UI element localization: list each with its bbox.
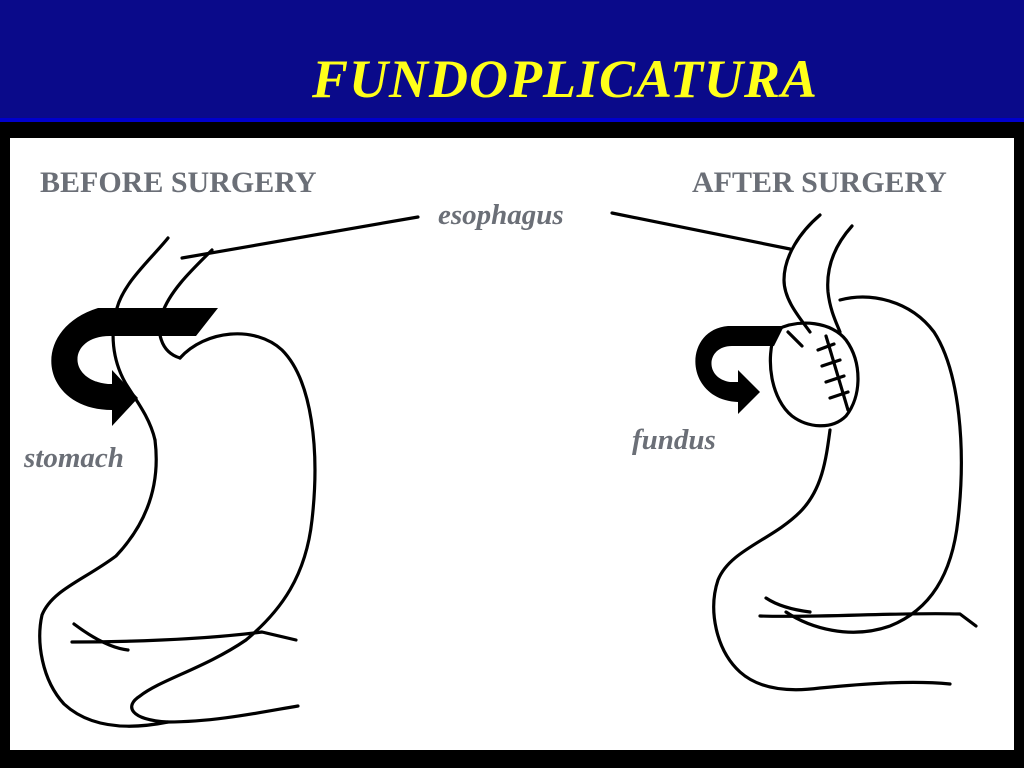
arrow-fundus-icon bbox=[695, 326, 784, 414]
stomach-after-lesser-curve bbox=[712, 428, 952, 692]
duodenum-after-upper bbox=[758, 611, 978, 628]
duodenum-before-fold bbox=[72, 622, 130, 652]
esophagus-pointer-left bbox=[180, 215, 420, 260]
stomach-before-illustration bbox=[38, 236, 317, 728]
stomach-after-greater-curve bbox=[784, 295, 963, 634]
label-before-surgery: BEFORE SURGERY bbox=[40, 166, 317, 199]
stomach-after-illustration bbox=[695, 213, 978, 692]
esophagus-after-right-wall bbox=[826, 224, 854, 334]
label-after-surgery: AFTER SURGERY bbox=[692, 166, 947, 199]
illustration-panel bbox=[10, 138, 1014, 750]
fundus-wrap bbox=[768, 321, 860, 428]
title-bar bbox=[0, 0, 1024, 118]
stomach-before-lesser-curve bbox=[38, 438, 170, 728]
slide-title: FUNDOPLICATURA bbox=[311, 49, 819, 109]
label-esophagus: esophagus bbox=[438, 199, 564, 231]
esophagus-after-left-wall bbox=[782, 213, 822, 334]
label-stomach: stomach bbox=[23, 442, 124, 474]
label-fundus: fundus bbox=[632, 424, 716, 456]
esophagus-before-left-wall bbox=[111, 236, 170, 442]
esophagus-pointer-right bbox=[610, 211, 792, 251]
title-divider bbox=[0, 118, 1024, 122]
stomach-before-greater-curve bbox=[130, 332, 317, 724]
duodenum-before-upper bbox=[70, 630, 298, 644]
duodenum-after-fold bbox=[764, 596, 812, 614]
arrow-stomach-icon bbox=[51, 308, 218, 426]
wrap-stitches bbox=[786, 330, 850, 412]
